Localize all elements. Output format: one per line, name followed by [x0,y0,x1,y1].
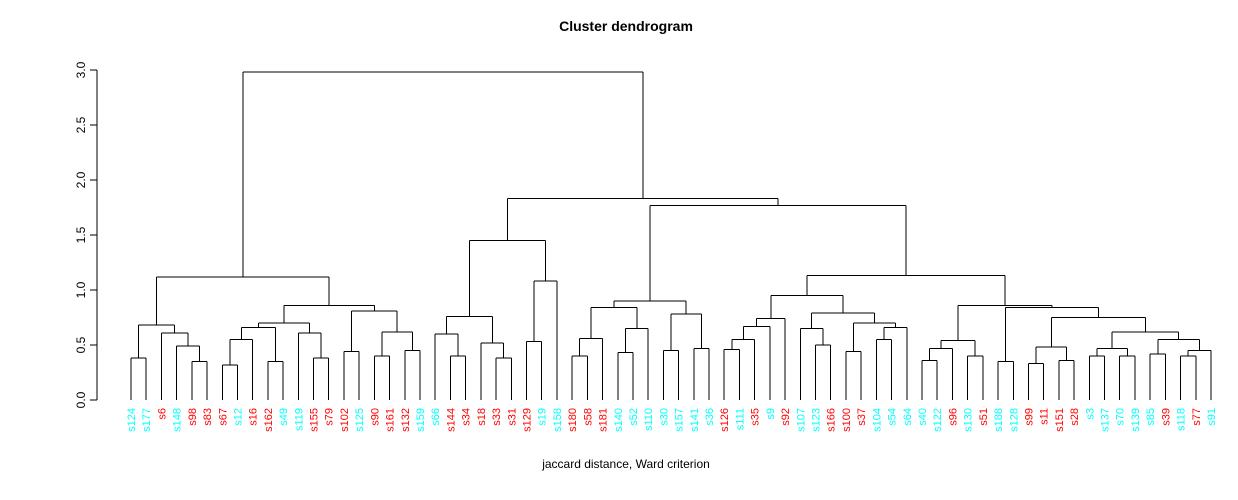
y-axis-line [90,69,98,401]
leaf-label: s157 [674,408,686,432]
leaf-label: s54 [887,408,899,426]
leaf-label: s151 [1054,408,1066,432]
leaf-label: s64 [902,408,914,426]
leaf-label: s31 [506,408,518,426]
leaf-label: s122 [932,408,944,432]
leaf-label: s49 [278,408,290,426]
leaf-label: s51 [978,408,990,426]
leaf-label: s92 [780,408,792,426]
y-tick-labels: 0.0 0.5 1.0 1.5 2.0 2.5 3.0 [74,61,88,408]
leaf-label: s140 [613,408,625,432]
leaf-label: s181 [598,408,610,432]
leaf-label: s129 [521,408,533,432]
leaf-label: s159 [415,408,427,432]
dendrogram-lines [130,71,1212,400]
dendrogram-segments [130,71,1212,400]
leaf-label: s139 [1130,408,1142,432]
leaf-label: s162 [263,408,275,432]
leaf-label: s166 [826,408,838,432]
leaf-label: s148 [172,408,184,432]
leaf-label: s16 [248,408,260,426]
leaf-label: s180 [567,408,579,432]
leaf-label: s70 [1115,408,1127,426]
leaf-label: s132 [400,408,412,432]
y-tick-label: 0.5 [74,336,88,353]
y-tick-label: 1.0 [74,281,88,298]
leaf-label: s158 [552,408,564,432]
leaf-label: s188 [993,408,1005,432]
leaf-label: s12 [232,408,244,426]
leaf-label: s130 [963,408,975,432]
leaf-label: s11 [1039,408,1051,425]
leaf-label: s40 [917,408,929,426]
leaf-label: s39 [1160,408,1172,426]
y-tick-label: 0.0 [74,391,88,408]
leaf-label: s111 [734,408,746,430]
leaf-label: s6 [156,408,168,420]
leaf-label: s28 [1069,408,1081,426]
leaf-label: s104 [871,408,883,432]
leaf-label: s34 [461,408,473,426]
leaf-label: s91 [1206,408,1218,426]
y-tick-label: 2.5 [74,116,88,133]
leaf-label: s155 [309,408,321,432]
leaf-label: s177 [141,408,153,432]
leaf-label: s118 [1176,408,1188,431]
leaf-label: s36 [704,408,716,426]
leaf-label: s79 [324,408,336,426]
leaf-label: s144 [445,408,457,432]
leaf-label: s85 [1145,408,1157,426]
leaf-label: s99 [1023,408,1035,426]
leaf-label: s100 [841,408,853,432]
leaf-label: s66 [430,408,442,426]
leaf-label: s33 [491,408,503,426]
leaf-label: s30 [658,408,670,426]
leaf-label: s102 [339,408,351,432]
leaf-label: s58 [582,408,594,426]
y-tick-label: 2.0 [74,171,88,188]
leaf-label: s35 [750,408,762,426]
leaf-label: s90 [369,408,381,426]
leaf-label: s137 [1100,408,1112,432]
leaf-label: s124 [126,408,138,432]
leaf-label: s19 [537,408,549,426]
leaf-label: s110 [643,408,655,431]
y-axis [90,69,98,401]
leaf-label: s52 [628,408,640,426]
chart-title: Cluster dendrogram [559,18,693,34]
leaf-label: s67 [217,408,229,426]
leaf-label: s83 [202,408,214,426]
leaf-label: s18 [476,408,488,426]
x-axis-caption: jaccard distance, Ward criterion [541,457,710,471]
leaf-label: s77 [1191,408,1203,426]
y-tick-label: 3.0 [74,61,88,78]
leaf-label: s128 [1008,408,1020,432]
leaf-label: s107 [795,408,807,432]
y-tick-label: 1.5 [74,226,88,243]
leaf-label: s96 [947,408,959,426]
leaf-label: s37 [856,408,868,426]
leaf-label: s98 [187,408,199,426]
leaf-label: s141 [689,408,701,432]
leaf-label: s126 [719,408,731,432]
leaf-label: s123 [811,408,823,432]
leaf-label: s3 [1084,408,1096,420]
leaf-label: s9 [765,408,777,420]
leaf-label: s161 [385,408,397,432]
leaf-label: s125 [354,408,366,432]
leaf-label: s119 [293,408,305,431]
